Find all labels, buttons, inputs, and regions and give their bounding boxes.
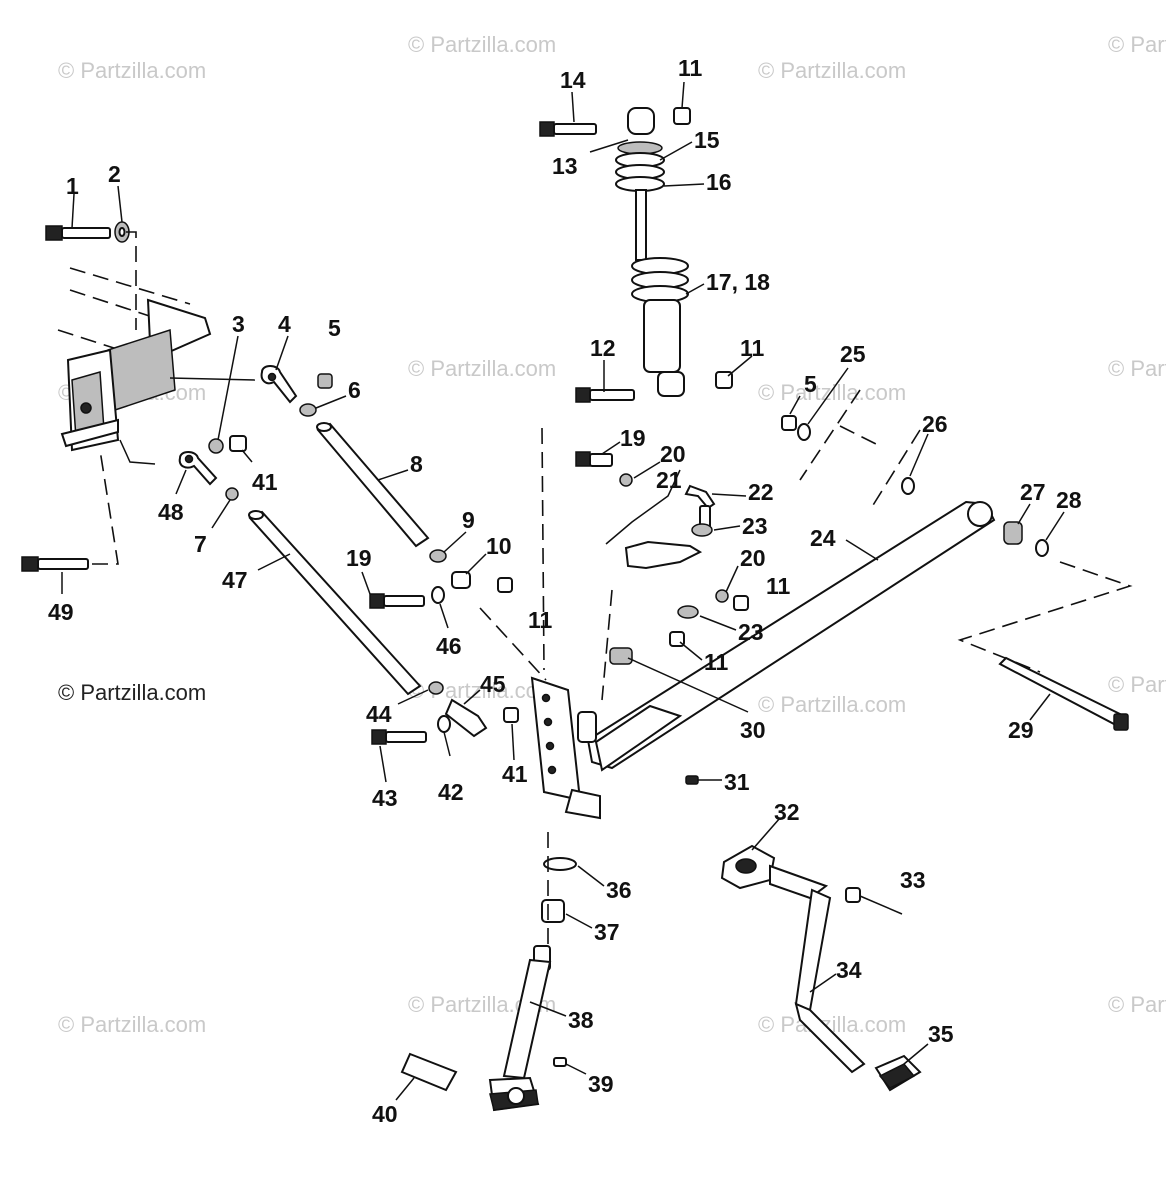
callout-5-left: 5 <box>328 315 341 341</box>
callout-16: 16 <box>706 169 732 195</box>
callout-24: 24 <box>810 525 836 551</box>
steering-arm <box>575 451 749 647</box>
callout-14: 14 <box>560 67 586 93</box>
callouts: 1 2 3 4 5 6 7 8 9 10 11 11 11 11 11 12 1… <box>48 55 1129 1127</box>
callout-42: 42 <box>438 779 464 805</box>
callout-43: 43 <box>372 785 398 811</box>
grease-fitting-31 <box>685 775 699 785</box>
callout-11-c: 11 <box>740 335 765 361</box>
callout-11-d: 11 <box>766 573 791 599</box>
watermark: © Partzilla.com <box>58 58 206 83</box>
bolt-1 <box>45 225 111 241</box>
spindle-bracket <box>479 427 683 820</box>
callout-36: 36 <box>606 877 632 903</box>
callout-11-a: 11 <box>528 607 553 633</box>
callout-32: 32 <box>774 799 800 825</box>
watermark: © Partzilla.com <box>758 380 906 405</box>
callout-7: 7 <box>194 531 207 557</box>
callout-8: 8 <box>410 451 423 477</box>
callout-23-bottom: 23 <box>738 619 764 645</box>
tie-rod-47 <box>248 510 422 696</box>
callout-44: 44 <box>366 701 392 727</box>
callout-38: 38 <box>568 1007 594 1033</box>
callout-15: 15 <box>694 127 720 153</box>
callout-28: 28 <box>1056 487 1082 513</box>
callout-30: 30 <box>740 717 766 743</box>
watermark: © Partzilla.com <box>1108 356 1166 381</box>
callout-3: 3 <box>232 311 245 337</box>
watermark: © Partzilla.com <box>408 32 556 57</box>
callout-35: 35 <box>928 1021 954 1047</box>
tie-rod-end-left <box>178 365 333 501</box>
callout-1: 1 <box>66 173 79 199</box>
callout-31: 31 <box>724 769 750 795</box>
callout-41-bottom: 41 <box>502 761 528 787</box>
callout-20-top: 20 <box>660 441 686 467</box>
tie-rod-8 <box>316 422 513 604</box>
bolt-19-left <box>369 593 425 609</box>
callout-25: 25 <box>840 341 866 367</box>
bolt-49 <box>21 449 119 572</box>
callout-45: 45 <box>480 671 506 697</box>
callout-34: 34 <box>836 957 862 983</box>
callout-41-top: 41 <box>252 469 278 495</box>
callout-39: 39 <box>588 1071 614 1097</box>
watermark: © Partzilla.com <box>758 58 906 83</box>
callout-11-b: 11 <box>678 55 703 81</box>
callout-17-18: 17, 18 <box>706 269 770 295</box>
callout-19-right: 19 <box>620 425 646 451</box>
spindle-shaft-38 <box>400 832 577 1112</box>
callout-47: 47 <box>222 567 248 593</box>
washer-2 <box>114 221 137 330</box>
callout-27: 27 <box>1020 479 1046 505</box>
callout-2: 2 <box>108 161 121 187</box>
callout-33: 33 <box>900 867 926 893</box>
callout-46: 46 <box>436 633 462 659</box>
callout-22: 22 <box>748 479 774 505</box>
brake-pedal-assembly <box>720 844 922 1092</box>
watermark: © Partzilla.com <box>408 356 556 381</box>
watermark: © Partzilla.com <box>58 1012 206 1037</box>
callout-13: 13 <box>552 153 578 179</box>
callout-11-e: 11 <box>704 649 729 675</box>
callout-6: 6 <box>348 377 361 403</box>
watermark: © Partzilla.com <box>1108 32 1166 57</box>
callout-5-right: 5 <box>804 371 817 397</box>
callout-23-top: 23 <box>742 513 768 539</box>
copyright-label: © Partzilla.com <box>58 680 206 705</box>
callout-9: 9 <box>462 507 475 533</box>
shock-absorber <box>539 107 733 403</box>
callout-40: 40 <box>372 1101 398 1127</box>
callout-37: 37 <box>594 919 620 945</box>
callout-19-left: 19 <box>346 545 372 571</box>
watermark: © Partzilla.com <box>1108 672 1166 697</box>
callout-4: 4 <box>278 311 291 337</box>
callout-48: 48 <box>158 499 184 525</box>
watermark: © Partzilla.com <box>1108 992 1166 1017</box>
callout-29: 29 <box>1008 717 1034 743</box>
callout-10: 10 <box>486 533 512 559</box>
washers-right <box>781 389 1133 673</box>
callout-21: 21 <box>656 467 682 493</box>
watermark: © Partzilla.com <box>758 692 906 717</box>
callout-12: 12 <box>590 335 616 361</box>
callout-26: 26 <box>922 411 948 437</box>
callout-49: 49 <box>48 599 74 625</box>
callout-20-bottom: 20 <box>740 545 766 571</box>
frame-bracket <box>57 267 256 465</box>
bolt-43-group <box>371 681 519 745</box>
